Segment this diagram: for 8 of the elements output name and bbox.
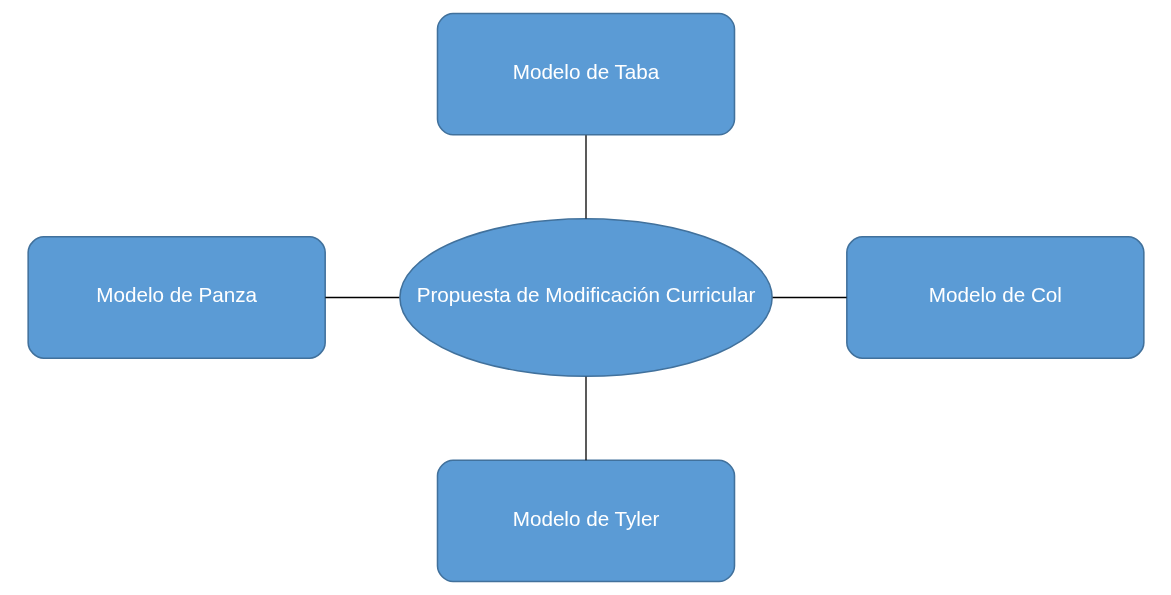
node-box: Modelo de Tyler xyxy=(436,459,735,583)
node-ellipse: Propuesta de Modificación Curricular xyxy=(398,217,773,378)
connector xyxy=(324,296,400,299)
connector xyxy=(771,296,847,299)
node-box: Modelo de Panza xyxy=(26,236,326,359)
node-box: Modelo de Col xyxy=(845,236,1145,359)
connector xyxy=(584,376,587,461)
node-box: Modelo de Taba xyxy=(436,12,735,136)
